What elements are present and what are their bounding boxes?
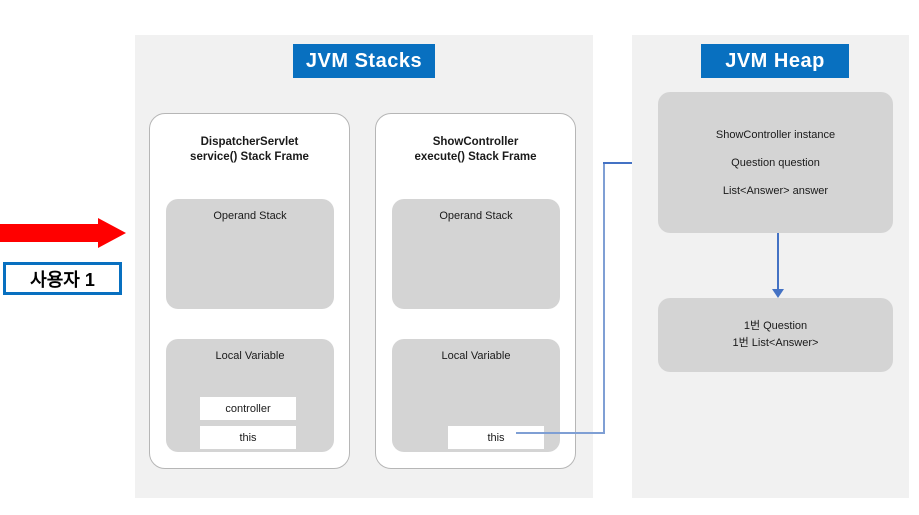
heap-reference-arrow-line <box>777 233 779 291</box>
operand-stack-label: Operand Stack <box>439 210 513 222</box>
heap-instance-line: List<Answer> answer <box>722 184 829 197</box>
jvm-heap-title-banner: JVM Heap <box>701 44 849 78</box>
connector-segment-vertical <box>603 163 605 434</box>
user-label-text: 사용자 1 <box>30 269 95 290</box>
local-variable-slot-this: this <box>448 426 544 449</box>
operand-stack-block-right: Operand Stack <box>392 199 560 309</box>
operand-stack-label: Operand Stack <box>213 210 287 222</box>
heap-instance-line: ShowController instance <box>715 128 836 141</box>
jvm-stacks-title-text: JVM Stacks <box>305 49 423 72</box>
local-variable-block-left: Local Variable controller this <box>166 339 334 452</box>
stack-frame-showcontroller: ShowController execute() Stack Frame Ope… <box>375 113 576 469</box>
local-variable-label: Local Variable <box>441 350 511 362</box>
heap-instance-box: ShowController instance Question questio… <box>658 92 893 233</box>
heap-object-line: 1번 Question <box>743 320 808 332</box>
heap-reference-arrowhead-icon <box>772 289 784 298</box>
connector-segment-horizontal-bottom <box>516 432 605 434</box>
local-variable-slot-controller: controller <box>200 397 296 420</box>
heap-instance-line: Question question <box>731 156 820 169</box>
heap-objects-box: 1번 Question 1번 List<Answer> <box>658 298 893 372</box>
user-label-box: 사용자 1 <box>3 262 122 295</box>
red-right-arrow-icon <box>0 218 126 248</box>
stack-frame-title: DispatcherServlet service() Stack Frame <box>190 136 309 163</box>
local-variable-block-right: Local Variable this <box>392 339 560 452</box>
jvm-stacks-title-banner: JVM Stacks <box>293 44 435 78</box>
connector-segment-horizontal-top <box>603 162 653 164</box>
stack-frame-title: ShowController execute() Stack Frame <box>414 136 537 163</box>
local-variable-slot-this: this <box>200 426 296 449</box>
operand-stack-block-left: Operand Stack <box>166 199 334 309</box>
heap-object-line: 1번 List<Answer> <box>732 337 819 349</box>
local-variable-label: Local Variable <box>215 350 285 362</box>
jvm-heap-title-text: JVM Heap <box>725 49 825 72</box>
stack-frame-dispatcherservlet: DispatcherServlet service() Stack Frame … <box>149 113 350 469</box>
